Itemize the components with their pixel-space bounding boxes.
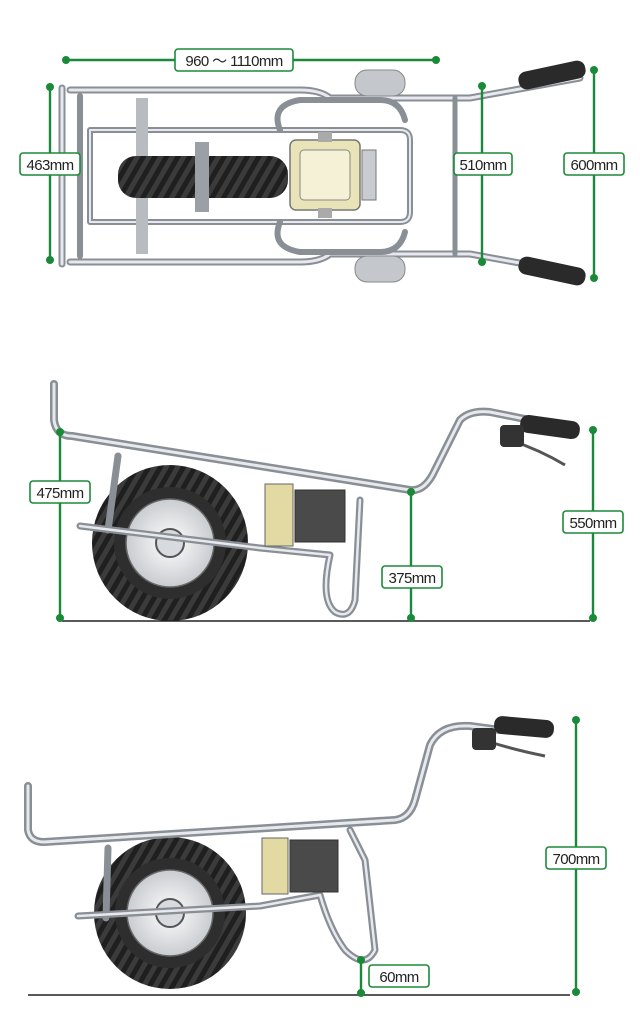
length-label: 960 ～ 1110mm (185, 53, 282, 70)
rear-height-label: 375mm (388, 570, 435, 587)
side-view-high: 700mm 60mm (24, 716, 607, 997)
top-view: 960 ～ 1110mm 463mm 510mm 600mm (19, 48, 625, 286)
frame-width-label: 463mm (26, 157, 73, 174)
side-high-handle-grip (472, 716, 555, 758)
top-rear-wheels (354, 69, 406, 283)
top-frame (58, 74, 584, 278)
dim-overall-width: 600mm (563, 66, 625, 282)
dim-handle-inner-width: 510mm (453, 82, 513, 266)
top-handle-grips (518, 60, 586, 286)
dim-handle-height-low: 550mm (562, 426, 624, 622)
frame-height-label: 475mm (36, 485, 83, 502)
side-low-motor (264, 483, 346, 547)
dim-frame-height: 475mm (29, 428, 91, 622)
dim-rear-height: 375mm (381, 488, 443, 622)
dim-frame-width: 463mm (19, 83, 81, 264)
ground-clearance-label: 60mm (379, 969, 418, 986)
handle-inner-width-label: 510mm (459, 157, 506, 174)
handle-height-high-label: 700mm (552, 851, 599, 868)
dim-ground-clearance: 60mm (357, 956, 430, 997)
side-low-wheel (92, 465, 248, 621)
overall-width-label: 600mm (570, 157, 617, 174)
side-low-handle-grip (500, 414, 580, 467)
side-high-frame (24, 721, 504, 964)
side-view-low: 475mm 375mm 550mm (29, 380, 624, 622)
dim-length: 960 ～ 1110mm (62, 48, 440, 72)
top-tire (118, 142, 288, 212)
dim-handle-height-high: 700mm (545, 716, 607, 996)
top-motor-box (289, 132, 377, 218)
side-high-motor (261, 837, 339, 895)
handle-height-low-label: 550mm (569, 515, 616, 532)
